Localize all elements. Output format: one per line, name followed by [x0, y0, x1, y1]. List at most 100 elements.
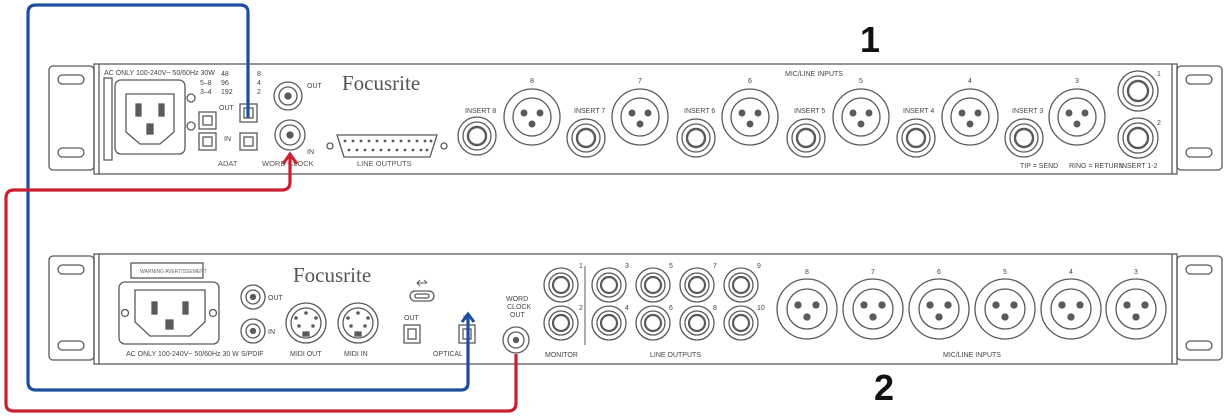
jack[interactable] [591, 267, 627, 303]
adat-out-label: OUT [219, 105, 235, 112]
mic-line-input-8[interactable] [503, 88, 561, 146]
tip-send-label: TIP = SEND [1020, 163, 1058, 170]
optical-label: OPTICAL [433, 351, 463, 358]
word-clock-label: OUT [510, 312, 526, 319]
usb-c-port[interactable] [409, 290, 435, 302]
unit-1 [48, 63, 1223, 175]
channel-label: 5–8 [200, 80, 212, 87]
warning-label: WARNING AVERTISSEMENT [140, 269, 207, 275]
input-2-jack[interactable] [1117, 117, 1159, 159]
spdif-in-rca[interactable] [240, 318, 266, 344]
mic-line-input-5[interactable] [832, 88, 890, 146]
rack-slot [1185, 147, 1213, 158]
mic-line-input-7[interactable] [611, 88, 669, 146]
rack-ear-right [1176, 65, 1223, 171]
optical-out-port[interactable] [403, 324, 421, 344]
jack-number: 5 [669, 263, 673, 270]
jack[interactable] [723, 267, 759, 303]
line-outputs-label: LINE OUTPUTS [650, 352, 701, 359]
jack[interactable] [543, 305, 579, 341]
power-spec-label: AC ONLY 100-240V~ 50/60Hz 30 W [126, 351, 239, 358]
sr-label: 192 [221, 89, 233, 96]
wc-out-label: OUT [307, 83, 323, 90]
arrow-up-icon [460, 311, 476, 323]
iec-power-inlet [118, 281, 220, 345]
word-clock-out-bnc[interactable] [273, 81, 303, 111]
jack[interactable] [723, 305, 759, 341]
word-clock-in-bnc[interactable] [274, 119, 306, 151]
line-outputs-dsub[interactable] [336, 134, 438, 158]
adat-port[interactable] [198, 132, 217, 151]
midi-out-din[interactable] [285, 302, 327, 344]
insert-label: INSERT 3 [1012, 108, 1043, 115]
mic-line-input-8[interactable] [776, 278, 838, 340]
brand-logo: Focusrite [293, 263, 371, 287]
insert-8-jack[interactable] [457, 116, 497, 156]
channel-number: 1 [1157, 71, 1161, 78]
insert-label: INSERT 4 [903, 108, 934, 115]
line-outputs-label: LINE OUTPUTS [357, 159, 412, 168]
word-clock-label: CLOCK [507, 304, 531, 311]
channel-number: 2 [1157, 120, 1161, 127]
channel-number: 8 [530, 78, 534, 85]
channel-number: 3 [1134, 269, 1138, 276]
line-output-jacks [543, 266, 759, 345]
jack[interactable] [679, 267, 715, 303]
optical-out-label: OUT [404, 315, 420, 322]
jack[interactable] [543, 267, 579, 303]
jack[interactable] [591, 305, 627, 341]
word-clock-out-bnc[interactable] [502, 326, 530, 354]
input-1-jack[interactable] [1117, 70, 1159, 112]
insert-label: INSERT 8 [465, 108, 496, 115]
iec-power-inlet [114, 79, 186, 155]
jack-number: 10 [757, 305, 765, 312]
jack-number: 8 [713, 305, 717, 312]
word-clock-label: WORD [506, 296, 528, 303]
rack-ear-right [1176, 255, 1223, 361]
mic-line-input-6[interactable] [721, 88, 779, 146]
word-clock-label: WORD CLOCK [262, 159, 314, 168]
rack-slot [57, 147, 85, 158]
mic-line-input-6[interactable] [908, 278, 970, 340]
rack-slot [1185, 74, 1213, 85]
midi-in-din[interactable] [337, 302, 379, 344]
mic-line-input-xlrs [776, 278, 1167, 340]
mic-line-input-3[interactable] [1105, 278, 1167, 340]
insert-3-jack[interactable] [1004, 118, 1044, 158]
channel-label: 3–4 [200, 89, 212, 96]
insert-5-jack[interactable] [786, 118, 826, 158]
sr-label: 48 [221, 71, 229, 78]
midi-out-label: MIDI OUT [290, 351, 322, 358]
wc-in-label: IN [307, 149, 314, 156]
insert-label: INSERT 7 [574, 108, 605, 115]
channel-number: 7 [871, 269, 875, 276]
jack[interactable] [635, 267, 671, 303]
jack-number: 7 [713, 263, 717, 270]
mic-line-inputs-label: MIC/LINE INPUTS [785, 71, 843, 78]
adat-label: ADAT [218, 159, 238, 168]
channel-number: 3 [1075, 78, 1079, 85]
monitor-label: MONITOR [545, 352, 578, 359]
spdif-out-rca[interactable] [240, 284, 266, 310]
mic-line-input-4[interactable] [941, 88, 999, 146]
spdif-label: S/PDIF [241, 351, 264, 358]
mic-line-input-4[interactable] [1040, 278, 1102, 340]
insert-6-jack[interactable] [676, 118, 716, 158]
adat-cable-blue [26, 3, 470, 392]
insert-4-jack[interactable] [896, 118, 936, 158]
adat-in-port[interactable] [239, 132, 258, 151]
unit-2 [48, 253, 1223, 365]
jack[interactable] [679, 305, 715, 341]
jack-number: 9 [757, 263, 761, 270]
unit-1-number: 1 [860, 19, 880, 60]
arrow-up-icon [281, 151, 299, 165]
mic-line-input-7[interactable] [842, 278, 904, 340]
rack-slot [57, 74, 85, 85]
rack-ear-left [48, 255, 95, 361]
jack[interactable] [635, 305, 671, 341]
mic-line-input-3[interactable] [1048, 88, 1106, 146]
adat-port[interactable] [198, 111, 217, 130]
mic-line-input-5[interactable] [974, 278, 1036, 340]
insert-7-jack[interactable] [566, 118, 606, 158]
spdif-out-label: OUT [268, 295, 284, 302]
